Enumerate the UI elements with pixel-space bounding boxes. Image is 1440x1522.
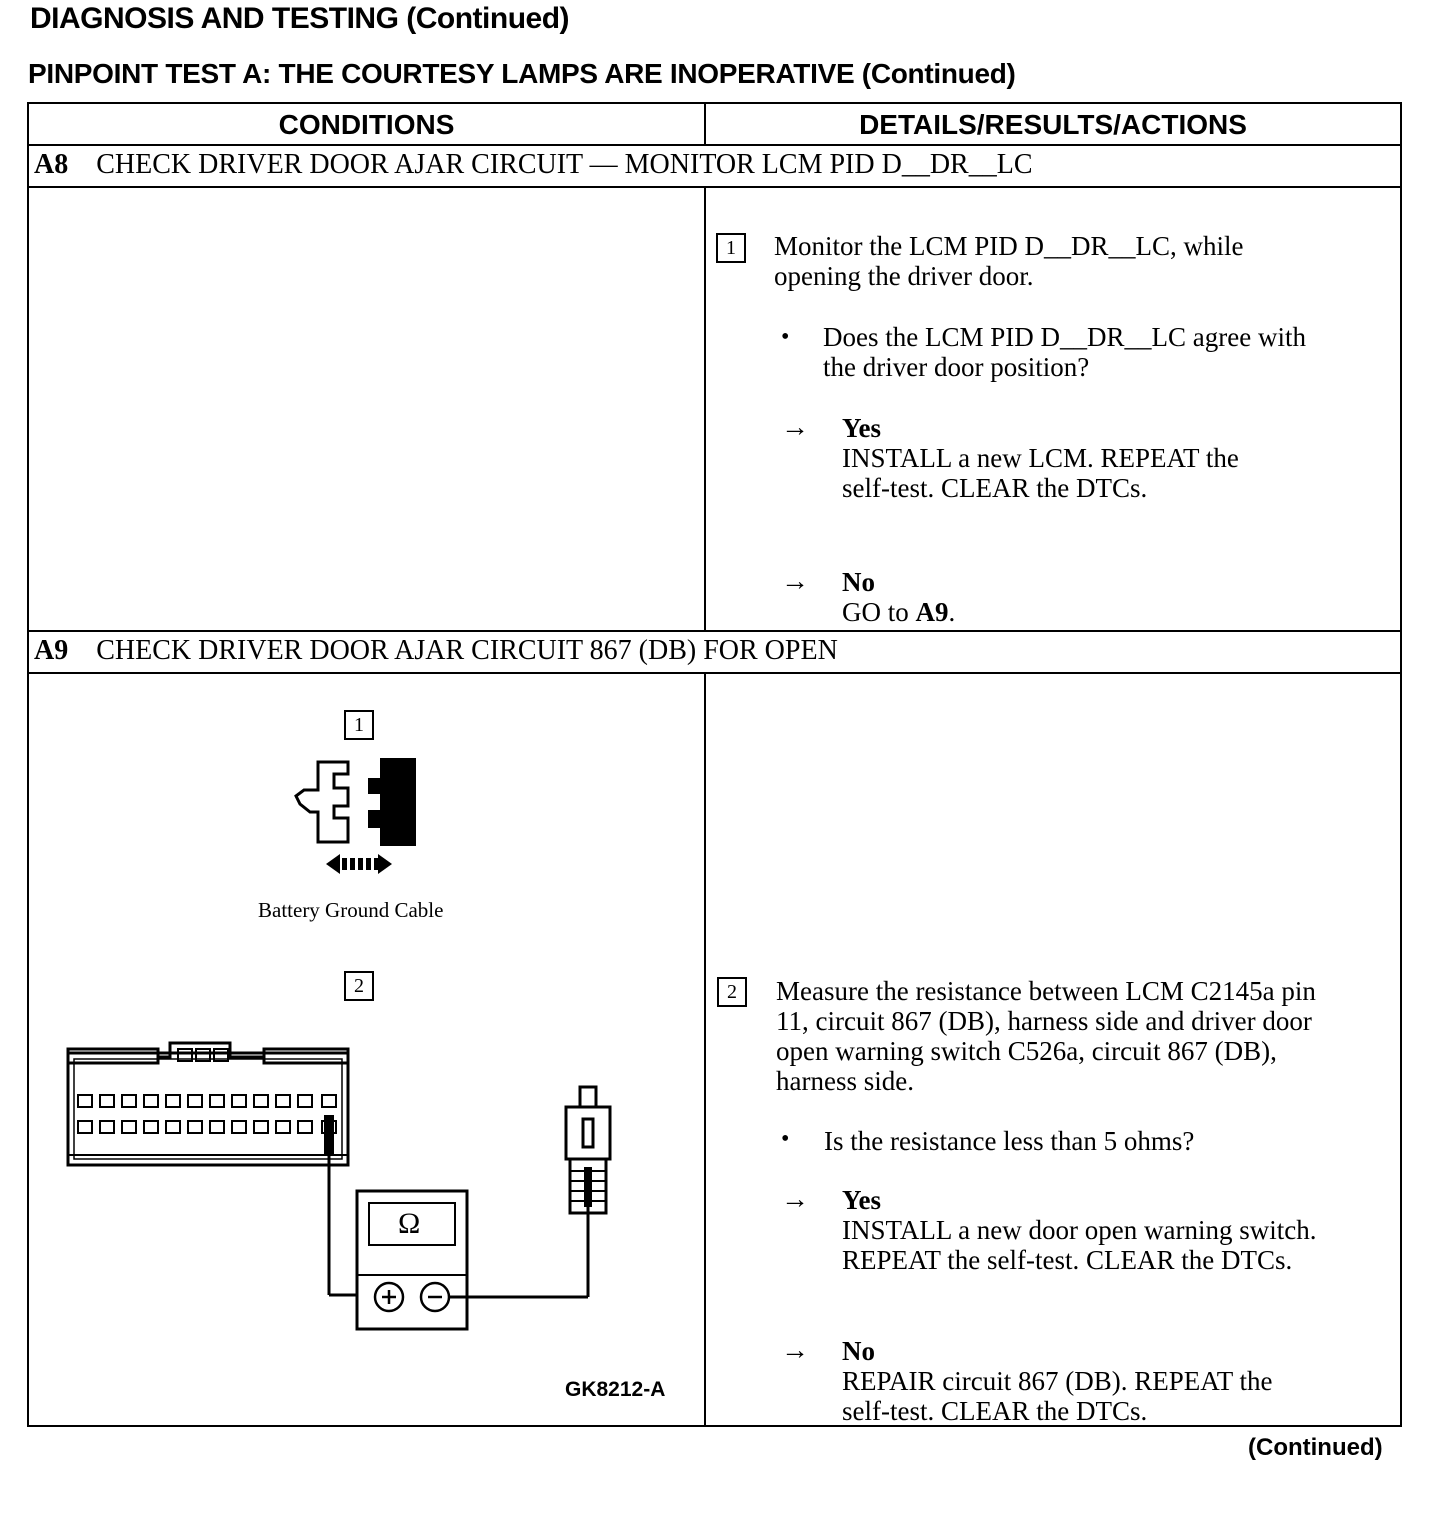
arrow-right-icon: → <box>781 566 809 597</box>
column-header-conditions: CONDITIONS <box>278 109 455 140</box>
pinpoint-test-title: PINPOINT TEST A: THE COURTESY LAMPS ARE … <box>28 58 1016 89</box>
step-id: A8 <box>34 149 69 180</box>
yes-result: Yes INSTALL a new door open warning swit… <box>842 1185 1317 1275</box>
question-text: Is the resistance less than 5 ohms? <box>824 1126 1195 1156</box>
bullet-icon: • <box>781 324 790 350</box>
step-id: A9 <box>34 635 69 666</box>
resistance-measurement-diagram <box>66 1041 612 1331</box>
ohm-symbol: Ω <box>398 1207 421 1240</box>
column-divider <box>704 104 706 144</box>
condition-step-box: 2 <box>344 971 374 1001</box>
column-divider <box>704 672 706 1427</box>
column-divider <box>704 186 706 630</box>
no-result: No GO to A9. <box>842 567 956 627</box>
table-divider <box>29 630 1400 632</box>
arrow-right-icon: → <box>781 412 809 443</box>
substep-number-box: 2 <box>717 977 747 1007</box>
table-divider <box>29 672 1400 674</box>
arrow-right-icon: → <box>781 1184 809 1215</box>
step-header-a8: A8 CHECK DRIVER DOOR AJAR CIRCUIT — MONIT… <box>34 145 1033 185</box>
step-header-a9: A9 CHECK DRIVER DOOR AJAR CIRCUIT 867 (DB… <box>34 631 838 671</box>
battery-ground-cable-label: Battery Ground Cable <box>258 898 444 922</box>
condition-step-box: 1 <box>344 710 374 740</box>
connector-pins <box>77 1094 337 1134</box>
page-title: DIAGNOSIS AND TESTING (Continued) <box>30 2 570 35</box>
step-title: CHECK DRIVER DOOR AJAR CIRCUIT 867 (DB) … <box>96 635 838 666</box>
ohmmeter-icon <box>355 1189 469 1331</box>
bullet-icon: • <box>781 1126 790 1152</box>
question-text: Does the LCM PID D__DR__LC agree with th… <box>823 322 1306 382</box>
door-switch-icon <box>564 1085 612 1215</box>
figure-id: GK8212-A <box>565 1378 666 1401</box>
substep-text: Measure the resistance between LCM C2145… <box>776 976 1316 1096</box>
arrow-right-icon: → <box>781 1335 809 1366</box>
substep-number-box: 1 <box>716 233 746 263</box>
no-result: No REPAIR circuit 867 (DB). REPEAT the s… <box>842 1336 1273 1426</box>
substep-text: Monitor the LCM PID D__DR__LC, while ope… <box>774 231 1244 291</box>
table-divider <box>29 186 1400 188</box>
column-header-details: DETAILS/RESULTS/ACTIONS <box>859 109 1247 140</box>
continued-label: (Continued) <box>1248 1434 1383 1461</box>
step-title: CHECK DRIVER DOOR AJAR CIRCUIT — MONITOR… <box>96 149 1033 180</box>
table-divider <box>29 144 1400 146</box>
battery-disconnect-icon <box>294 758 416 874</box>
yes-result: Yes INSTALL a new LCM. REPEAT the self-t… <box>842 413 1239 503</box>
lcm-connector-icon <box>66 1041 350 1167</box>
